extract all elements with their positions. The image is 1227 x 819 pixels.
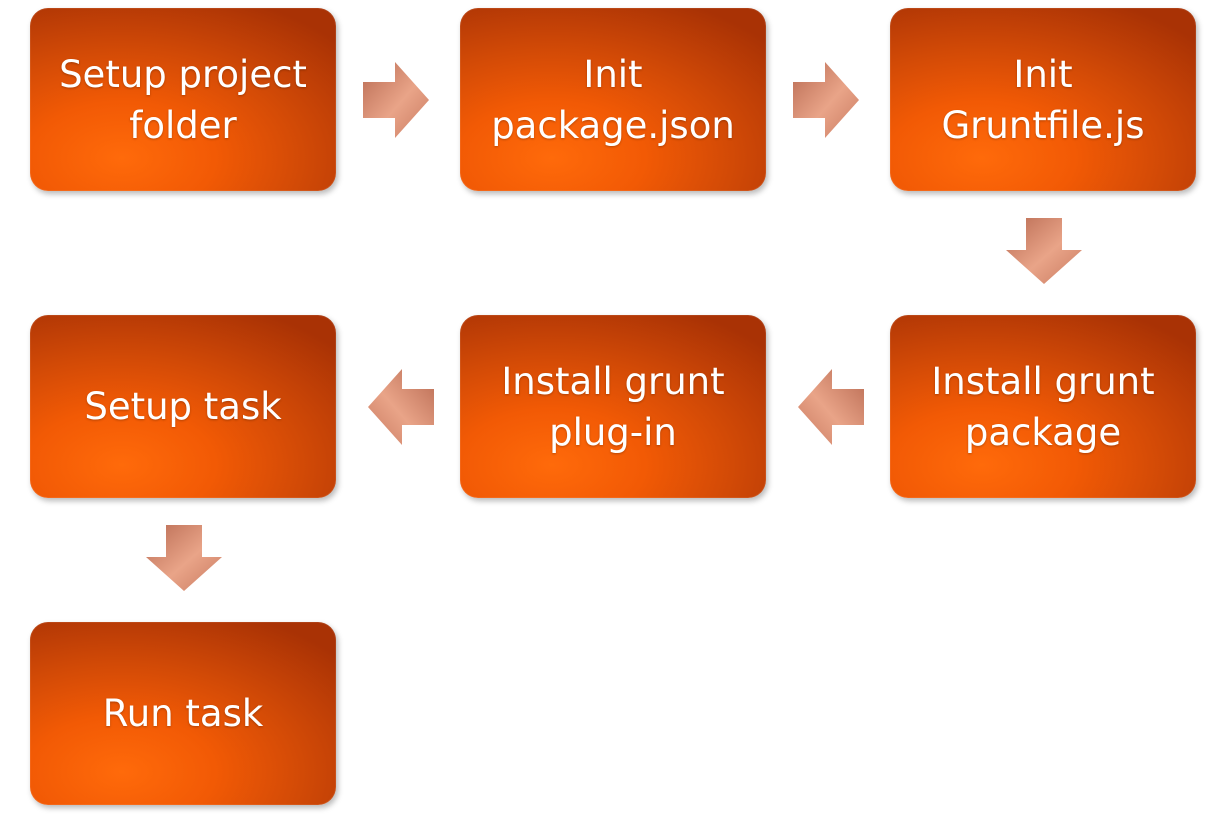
arrow-down-icon (146, 525, 222, 591)
step-init-package-json: Init package.json (460, 8, 766, 191)
step-label: Init Gruntfile.js (941, 52, 1145, 147)
arrow-left-icon (798, 369, 864, 445)
step-run-task: Run task (30, 622, 336, 805)
step-init-gruntfile: Init Gruntfile.js (890, 8, 1196, 191)
step-setup-project-folder: Setup project folder (30, 8, 336, 191)
arrow-down-icon (1006, 218, 1082, 284)
step-label: Setup project folder (59, 52, 307, 147)
step-install-grunt-package: Install grunt package (890, 315, 1196, 498)
step-label: Setup task (84, 385, 282, 428)
step-install-grunt-plugin: Install grunt plug-in (460, 315, 766, 498)
step-label: Run task (102, 692, 264, 735)
step-label: Install grunt plug-in (501, 359, 725, 454)
step-setup-task: Setup task (30, 315, 336, 498)
step-label: Init package.json (491, 52, 735, 147)
arrow-right-icon (363, 62, 429, 138)
arrow-right-icon (793, 62, 859, 138)
arrow-left-icon (368, 369, 434, 445)
step-label: Install grunt package (931, 359, 1155, 454)
